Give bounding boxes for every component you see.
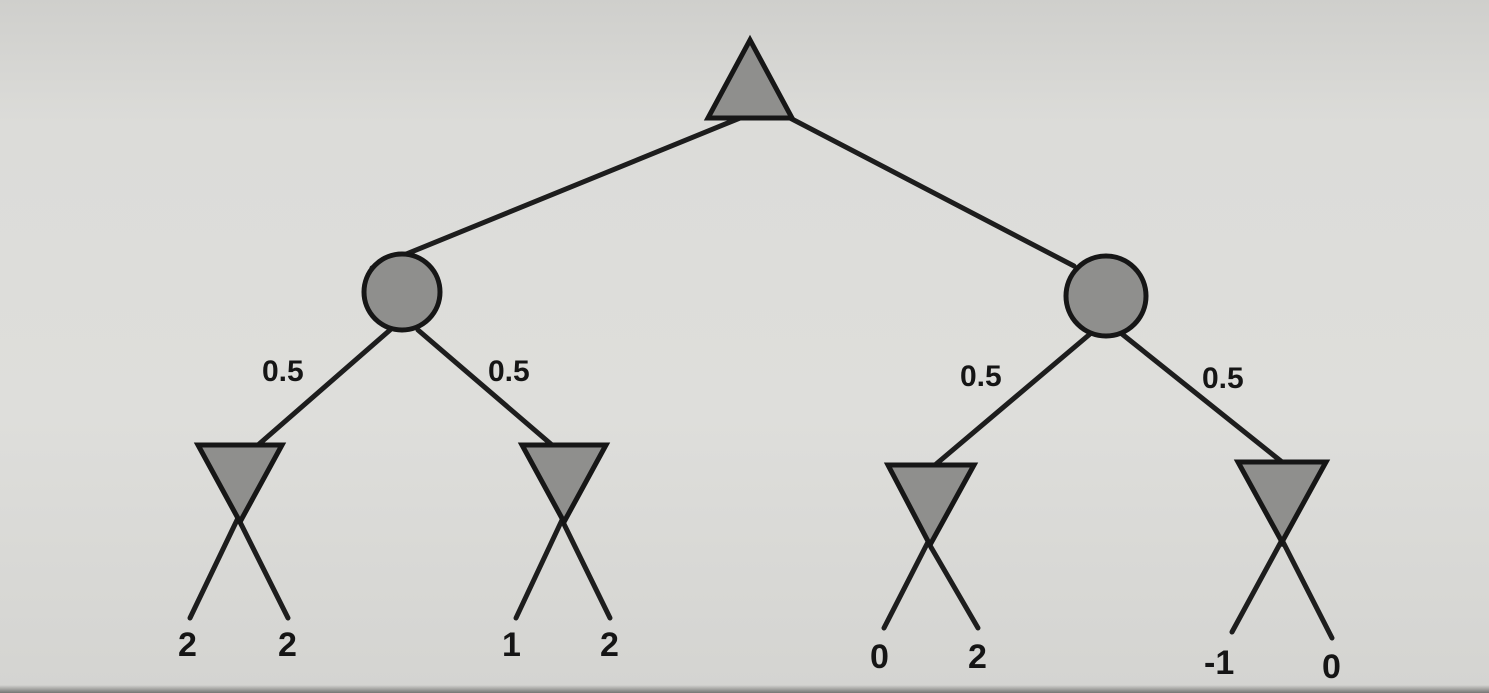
edge-min-3-leaf-2 bbox=[925, 539, 981, 631]
edge-min-1-leaf-1 bbox=[187, 515, 241, 621]
leaf-value: 2 bbox=[178, 626, 197, 664]
leaf-value: 0 bbox=[870, 638, 889, 676]
probability-label: 0.5 bbox=[960, 360, 1002, 393]
edge-left-chance-to-min-2 bbox=[415, 327, 555, 448]
chance-node-right-circle-icon bbox=[1063, 253, 1149, 339]
edge-right-chance-to-min-3 bbox=[932, 331, 1093, 468]
leaf-value: 1 bbox=[502, 626, 521, 664]
leaf-value: 2 bbox=[278, 626, 297, 664]
leaf-value: 2 bbox=[600, 626, 619, 664]
leaf-value: -1 bbox=[1204, 644, 1234, 682]
edge-min-4-leaf-2 bbox=[1279, 537, 1335, 641]
edge-min-2-leaf-1 bbox=[513, 517, 565, 621]
edge-root-right bbox=[787, 115, 1077, 269]
leaf-value: 0 bbox=[1322, 648, 1341, 686]
edge-root-left bbox=[369, 115, 743, 271]
min-node-1-triangle-down-icon bbox=[193, 442, 287, 528]
min-node-3-triangle-down-icon bbox=[883, 462, 979, 551]
leaf-value: 2 bbox=[968, 638, 987, 676]
edge-min-3-leaf-1 bbox=[881, 539, 931, 631]
edge-min-2-leaf-2 bbox=[559, 517, 613, 621]
probability-label: 0.5 bbox=[262, 355, 304, 388]
min-node-4-triangle-down-icon bbox=[1233, 459, 1331, 548]
probability-label: 0.5 bbox=[488, 355, 530, 388]
edge-min-1-leaf-2 bbox=[235, 515, 291, 621]
probability-label: 0.5 bbox=[1202, 362, 1244, 395]
min-node-2-triangle-down-icon bbox=[517, 442, 611, 528]
edge-left-chance-to-min-1 bbox=[255, 327, 393, 448]
edge-right-chance-to-min-4 bbox=[1119, 331, 1285, 465]
chance-node-left-circle-icon bbox=[361, 251, 443, 333]
edge-min-4-leaf-1 bbox=[1229, 537, 1285, 635]
max-node-triangle-up-icon bbox=[703, 34, 797, 121]
